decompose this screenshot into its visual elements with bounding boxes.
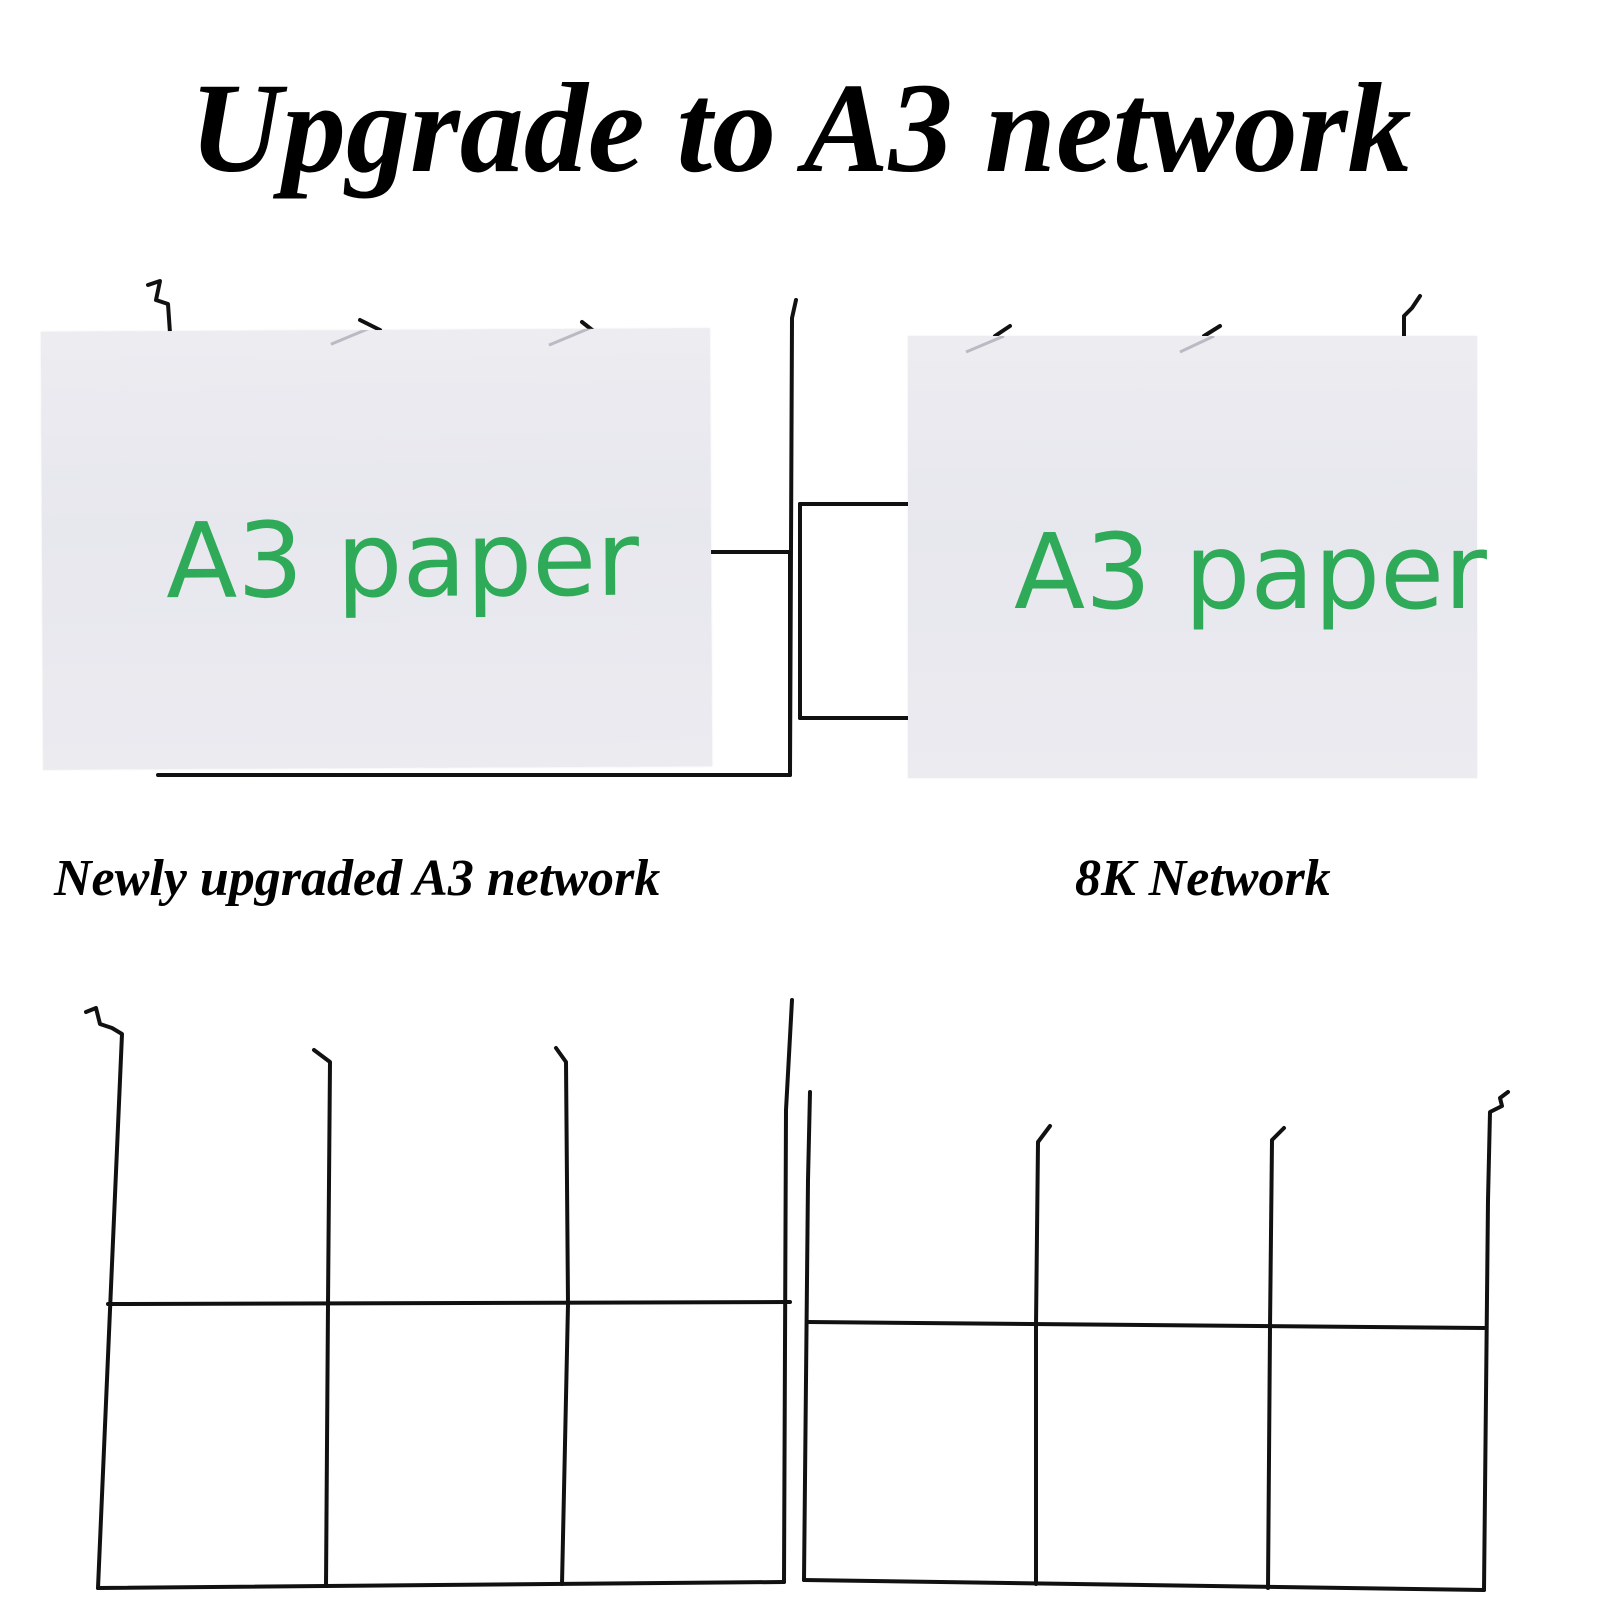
8k-grid-upright-1 [1034,1124,1052,1586]
caption-a3-network: Newly upgraded A3 network [54,850,661,907]
top-right-hook-3 [1402,294,1422,342]
top-center-upright [788,298,798,777]
right-paper-hook-shadows [965,336,1215,354]
top-left-hook-2 [358,318,382,332]
top-left-hook [146,279,172,335]
a3-grid-upright-1 [312,1048,332,1588]
caption-8k-network: 8K Network [1075,850,1331,907]
top-right-hook-1 [993,324,1012,338]
8k-grid-middle-bar [806,1320,1486,1330]
8k-grid-left-upright [802,1090,812,1582]
8k-grid-outer-right [1482,1090,1510,1592]
8k-grid-upright-2 [1266,1126,1286,1590]
a3-grid-right-upright [782,998,794,1584]
a3-paper-right: A3 paper [908,336,1487,778]
right-paper-label: A3 paper [1014,511,1487,633]
a3-grid-outer-left [84,1006,124,1590]
headline: Upgrade to A3 network [189,57,1412,199]
top-right-hook-2 [1202,324,1222,338]
a3-grid-middle-bar [106,1300,792,1306]
a3-grid-upright-2 [554,1046,570,1586]
8k-grid-bottom [802,1578,1486,1592]
a3-grid-bottom [96,1580,786,1590]
